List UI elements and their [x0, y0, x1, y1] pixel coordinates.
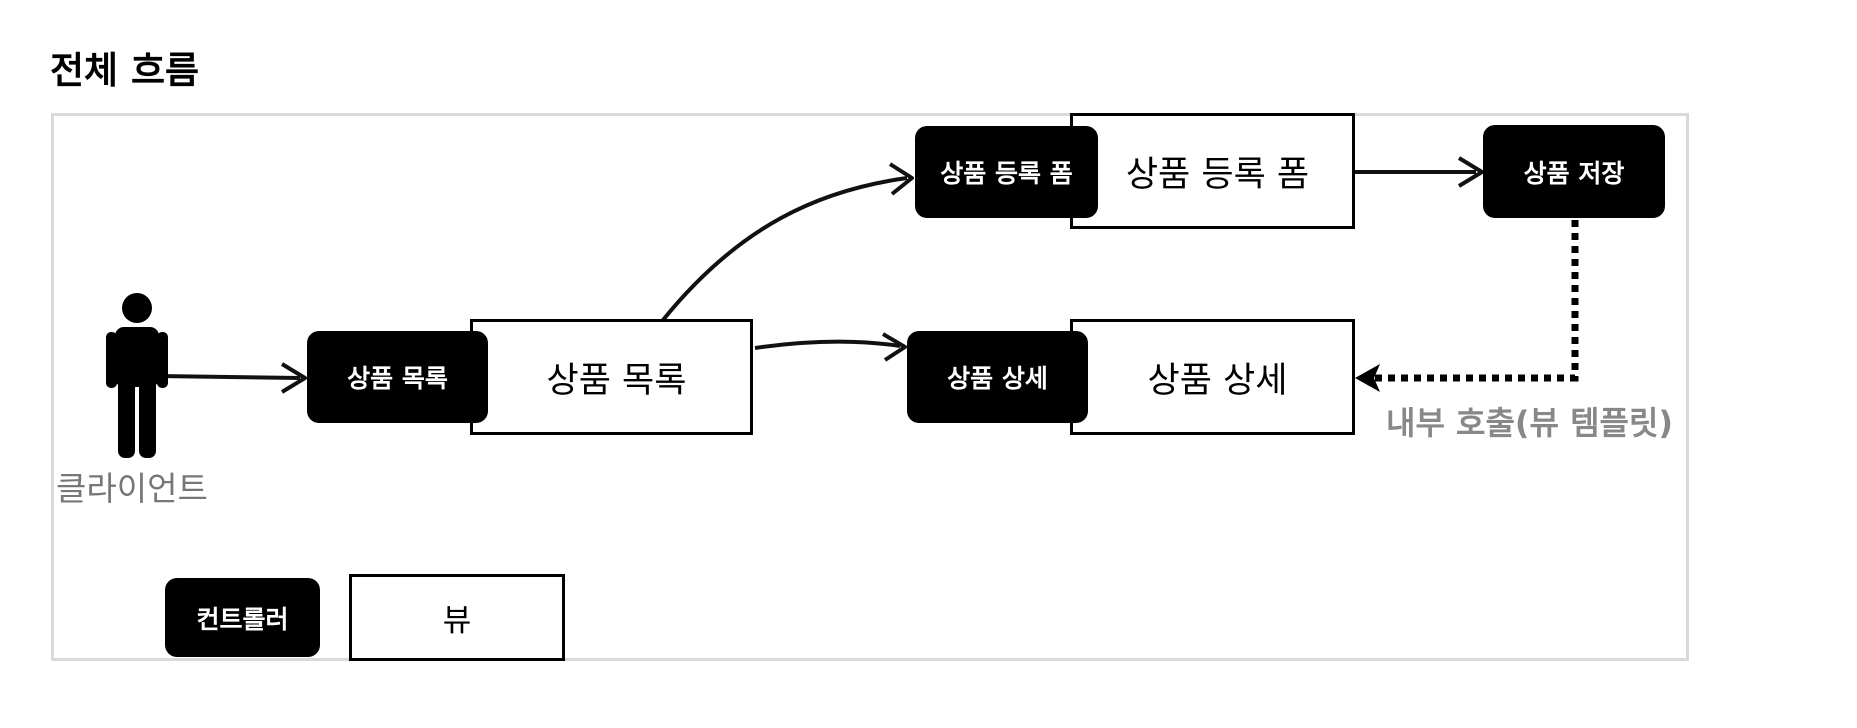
- arrowhead-add-form-to-save: [1457, 156, 1484, 188]
- arrowhead-client-to-list: [280, 362, 307, 394]
- product-detail-controller: 상품 상세: [907, 331, 1088, 423]
- internal-call-label: 내부 호출(뷰 템플릿): [1386, 404, 1674, 442]
- page-title: 전체 흐름: [50, 49, 200, 92]
- legend-view: 뷰: [349, 574, 565, 661]
- product-add-form-controller: 상품 등록 폼: [915, 126, 1098, 218]
- legend-controller: 컨트롤러: [165, 578, 320, 657]
- product-list-view: 상품 목록: [470, 319, 753, 435]
- product-detail-view-label: 상품 상세: [1147, 360, 1288, 401]
- product-save-controller-label: 상품 저장: [1523, 158, 1625, 188]
- client-person-icon: [106, 293, 168, 458]
- arrowhead-list-to-add-form: [888, 162, 914, 196]
- arrow-list-to-detail: [754, 339, 901, 350]
- product-detail-view: 상품 상세: [1070, 319, 1355, 435]
- arrow-client-to-list: [157, 374, 301, 380]
- legend-view-label: 뷰: [442, 603, 472, 639]
- legend-controller-label: 컨트롤러: [196, 604, 289, 634]
- client-label: 클라이언트: [56, 469, 208, 508]
- product-list-controller: 상품 목록: [307, 331, 488, 423]
- arrowhead-save-to-detail-internal: [1355, 364, 1380, 392]
- product-list-controller-label: 상품 목록: [347, 364, 448, 393]
- product-save-controller: 상품 저장: [1483, 125, 1665, 218]
- product-detail-controller-label: 상품 상세: [947, 364, 1048, 393]
- arrow-list-to-add-form: [661, 176, 908, 322]
- product-list-view-label: 상품 목록: [546, 360, 687, 401]
- product-add-form-controller-label: 상품 등록 폼: [940, 159, 1073, 188]
- product-add-form-view: 상품 등록 폼: [1070, 113, 1355, 229]
- product-add-form-view-label: 상품 등록 폼: [1125, 154, 1310, 195]
- arrow-save-to-detail-internal: [1375, 220, 1579, 382]
- arrowhead-list-to-detail: [881, 332, 907, 362]
- diagram-frame: [51, 113, 1689, 661]
